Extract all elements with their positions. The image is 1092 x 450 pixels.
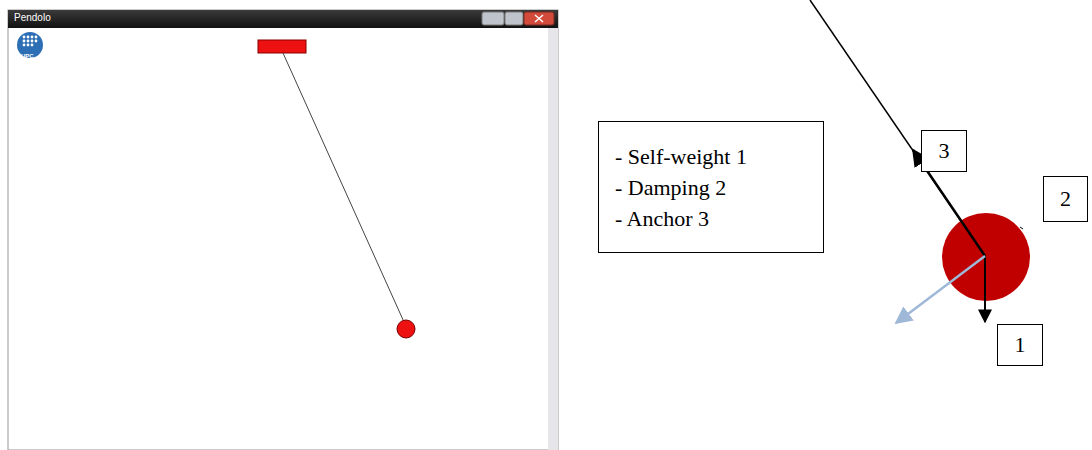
callout-number: 2 [1050,186,1081,212]
callout-box: 3 [921,130,967,172]
legend-box: - Self-weight 1- Damping 2- Anchor 3 [598,121,824,253]
weight-arrow [984,256,986,322]
close-button [524,12,554,25]
callout-box: 1 [997,324,1043,366]
window-title: Pendolo [14,12,51,24]
pendulum-string [283,53,404,322]
min-button [482,12,504,25]
window-border [548,28,558,450]
legend-line: - Self-weight 1 [615,141,807,172]
max-button [505,12,523,25]
pendulum-bob [397,320,415,338]
callout-number: 3 [928,138,960,164]
title-bar [8,10,558,28]
app-window [8,10,558,450]
logo-dots [23,36,38,47]
damping-arrow [896,256,985,323]
tick-mark [1020,227,1023,229]
close-cross [535,15,543,22]
anchor-block [258,40,306,53]
legend-line: - Anchor 3 [615,203,807,234]
callout-number: 1 [1004,332,1036,358]
string-line [810,0,985,256]
legend-line: - Damping 2 [615,172,807,203]
logo-text: UPC [21,52,34,60]
callout-box: 2 [1043,176,1088,222]
